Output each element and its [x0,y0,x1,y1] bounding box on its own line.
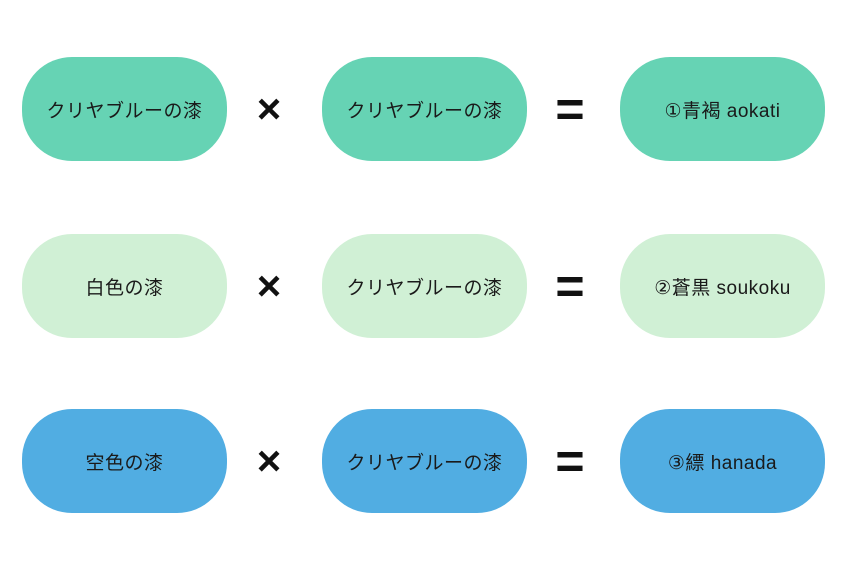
ingredient-label: クリヤブルーの漆 [346,100,503,122]
result-label: ③縹 hanada [667,452,778,474]
multiply-icon: × [256,85,282,132]
ingredient-label: 空色の漆 [85,452,164,474]
result-label: ①青褐 aokati [664,100,781,122]
mix-row-1: クリヤブルーの漆 × クリヤブルーの漆 = ①青褐 aokati [0,57,848,161]
ingredient-pill-middle: クリヤブルーの漆 [322,57,527,161]
ingredient-label: クリヤブルーの漆 [346,452,503,474]
result-pill: ①青褐 aokati [620,57,825,161]
result-label: ②蒼黒 soukoku [654,277,791,299]
ingredient-pill-left: クリヤブルーの漆 [22,57,227,161]
equals-icon: = [555,433,585,489]
ingredient-label: クリヤブルーの漆 [46,100,203,122]
equals-icon: = [555,258,585,314]
equals-icon: = [555,81,585,137]
multiply-icon: × [256,437,282,484]
ingredient-pill-middle: クリヤブルーの漆 [322,234,527,338]
ingredient-pill-left: 空色の漆 [22,409,227,513]
ingredient-label: 白色の漆 [85,277,164,299]
multiply-icon: × [256,262,282,309]
ingredient-label: クリヤブルーの漆 [346,277,503,299]
mix-row-2: 白色の漆 × クリヤブルーの漆 = ②蒼黒 soukoku [0,234,848,338]
ingredient-pill-left: 白色の漆 [22,234,227,338]
ingredient-pill-middle: クリヤブルーの漆 [322,409,527,513]
result-pill: ②蒼黒 soukoku [620,234,825,338]
mix-row-3: 空色の漆 × クリヤブルーの漆 = ③縹 hanada [0,409,848,513]
result-pill: ③縹 hanada [620,409,825,513]
